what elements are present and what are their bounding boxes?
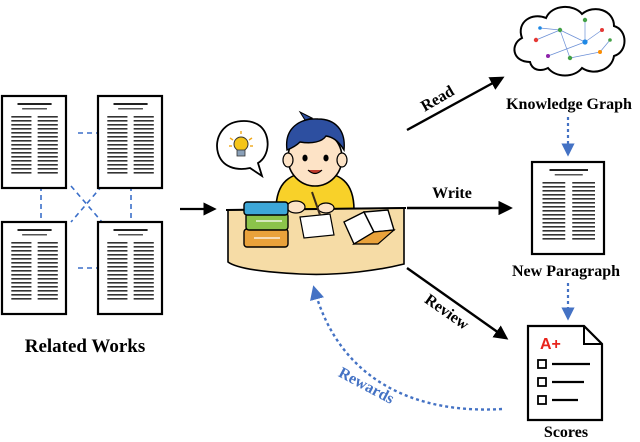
book-stack bbox=[243, 201, 289, 248]
lightbulb-icon bbox=[216, 120, 269, 179]
paper-icon bbox=[530, 160, 606, 256]
rewards-arrow bbox=[310, 285, 503, 411]
student-icon bbox=[216, 110, 407, 276]
new-paragraph-label: New Paragraph bbox=[512, 263, 620, 280]
open-book bbox=[343, 209, 396, 246]
paper-top-right bbox=[96, 94, 164, 190]
read-label: Read bbox=[418, 83, 457, 116]
review-arrow bbox=[406, 267, 509, 340]
paper-bottom-right bbox=[96, 220, 164, 316]
paper-top-left bbox=[0, 94, 68, 190]
scorecard-icon: A+ bbox=[526, 324, 604, 422]
related-works-label: Related Works bbox=[25, 336, 146, 357]
read-arrow bbox=[406, 76, 505, 132]
knowledge-graph-icon bbox=[513, 6, 626, 77]
knowledge-graph-label: Knowledge Graph bbox=[506, 96, 632, 113]
paper-bottom-left bbox=[0, 220, 68, 316]
paper-links bbox=[40, 132, 132, 269]
write-label: Write bbox=[432, 185, 472, 202]
related-works-group: Related Works bbox=[0, 94, 164, 357]
grade-text: A+ bbox=[540, 336, 561, 353]
scores-label: Scores bbox=[544, 424, 588, 441]
